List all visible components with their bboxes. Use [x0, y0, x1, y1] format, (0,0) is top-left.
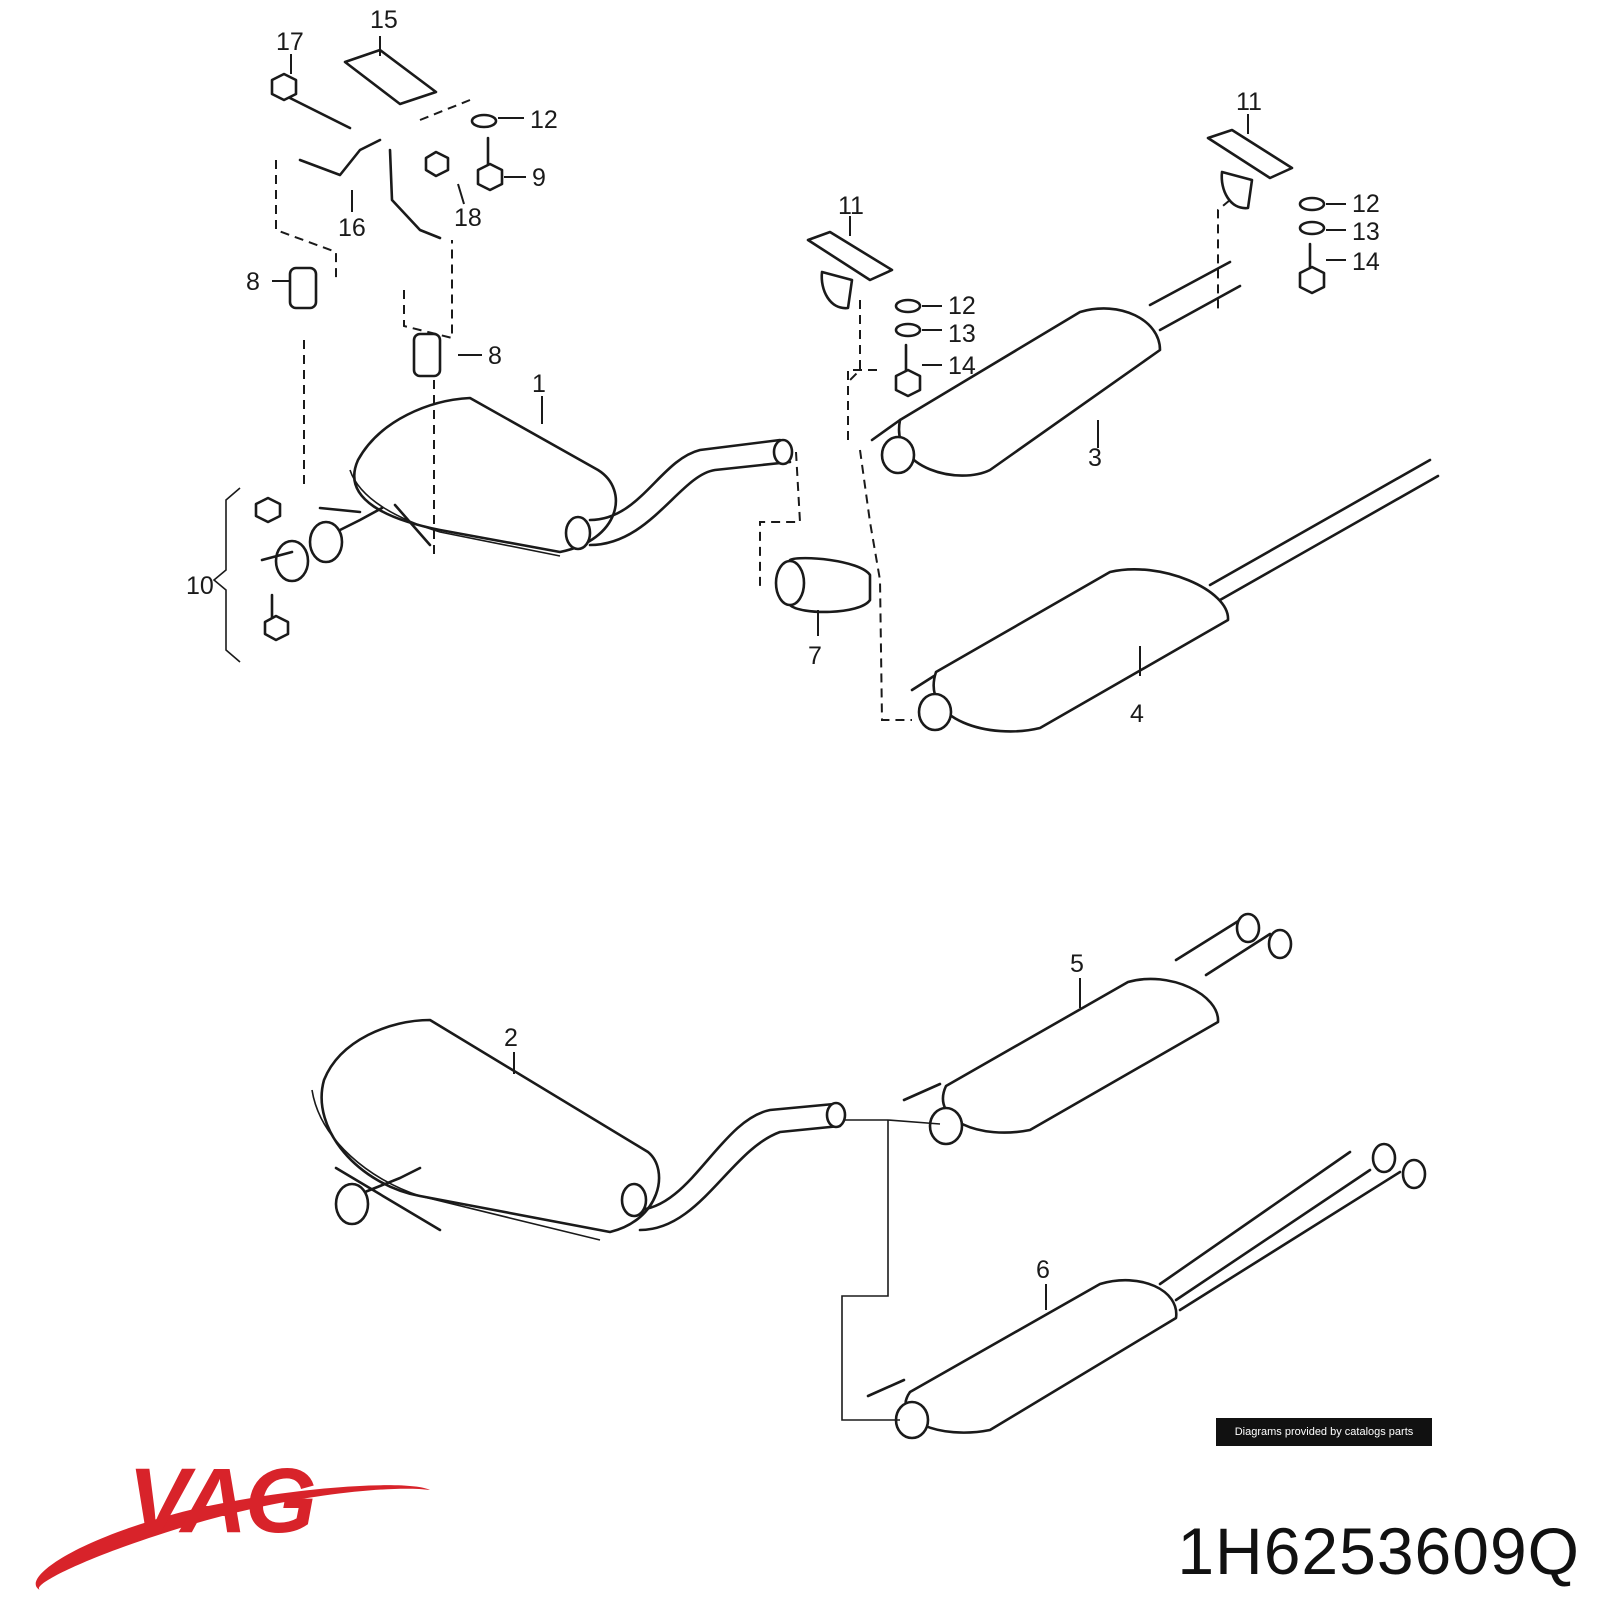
- vag-logo: VAG: [35, 1450, 430, 1590]
- callout-11b: 11: [1236, 88, 1262, 116]
- callout-8b: 8: [488, 342, 502, 370]
- hangers-11: [806, 128, 1326, 398]
- callout-11a: 11: [838, 192, 864, 220]
- connecting-sleeve-7: [759, 449, 912, 721]
- part-number: 1H6253609Q: [1177, 1514, 1580, 1588]
- callout-8a: 8: [246, 268, 260, 296]
- rear-muffler-4: [910, 458, 1440, 733]
- callout-3: 3: [1088, 444, 1102, 472]
- front-mount-hardware: [270, 48, 504, 560]
- callout-13a: 13: [948, 320, 976, 348]
- branch-connector: [841, 1119, 941, 1421]
- callout-5: 5: [1070, 950, 1084, 978]
- callout-10: 10: [186, 572, 214, 600]
- diagram-credit-banner: Diagrams provided by catalogs parts: [1216, 1418, 1432, 1446]
- callout-16: 16: [338, 214, 366, 242]
- clamp-set-10: [212, 487, 310, 663]
- front-muffler-2: [311, 1018, 847, 1241]
- callout-12a: 12: [530, 106, 558, 134]
- callout-7: 7: [808, 642, 822, 670]
- callout-9: 9: [532, 164, 546, 192]
- vag-logo-text: VAG: [128, 1450, 315, 1552]
- callout-14a: 14: [948, 352, 976, 380]
- leader-lines: [272, 36, 1346, 1310]
- rear-muffler-6: [866, 1142, 1427, 1440]
- callout-4: 4: [1130, 700, 1144, 728]
- callout-1: 1: [532, 370, 546, 398]
- callout-2: 2: [504, 1024, 518, 1052]
- callout-6: 6: [1036, 1256, 1050, 1284]
- rear-muffler-3: [847, 260, 1242, 477]
- callout-17: 17: [276, 28, 304, 56]
- rear-muffler-5: [902, 912, 1293, 1146]
- front-muffler-1: [308, 396, 794, 564]
- callout-12c: 12: [1352, 190, 1380, 218]
- callout-15: 15: [370, 6, 398, 34]
- callout-13b: 13: [1352, 218, 1380, 246]
- callout-12b: 12: [948, 292, 976, 320]
- callout-18: 18: [454, 204, 482, 232]
- callout-14b: 14: [1352, 248, 1380, 276]
